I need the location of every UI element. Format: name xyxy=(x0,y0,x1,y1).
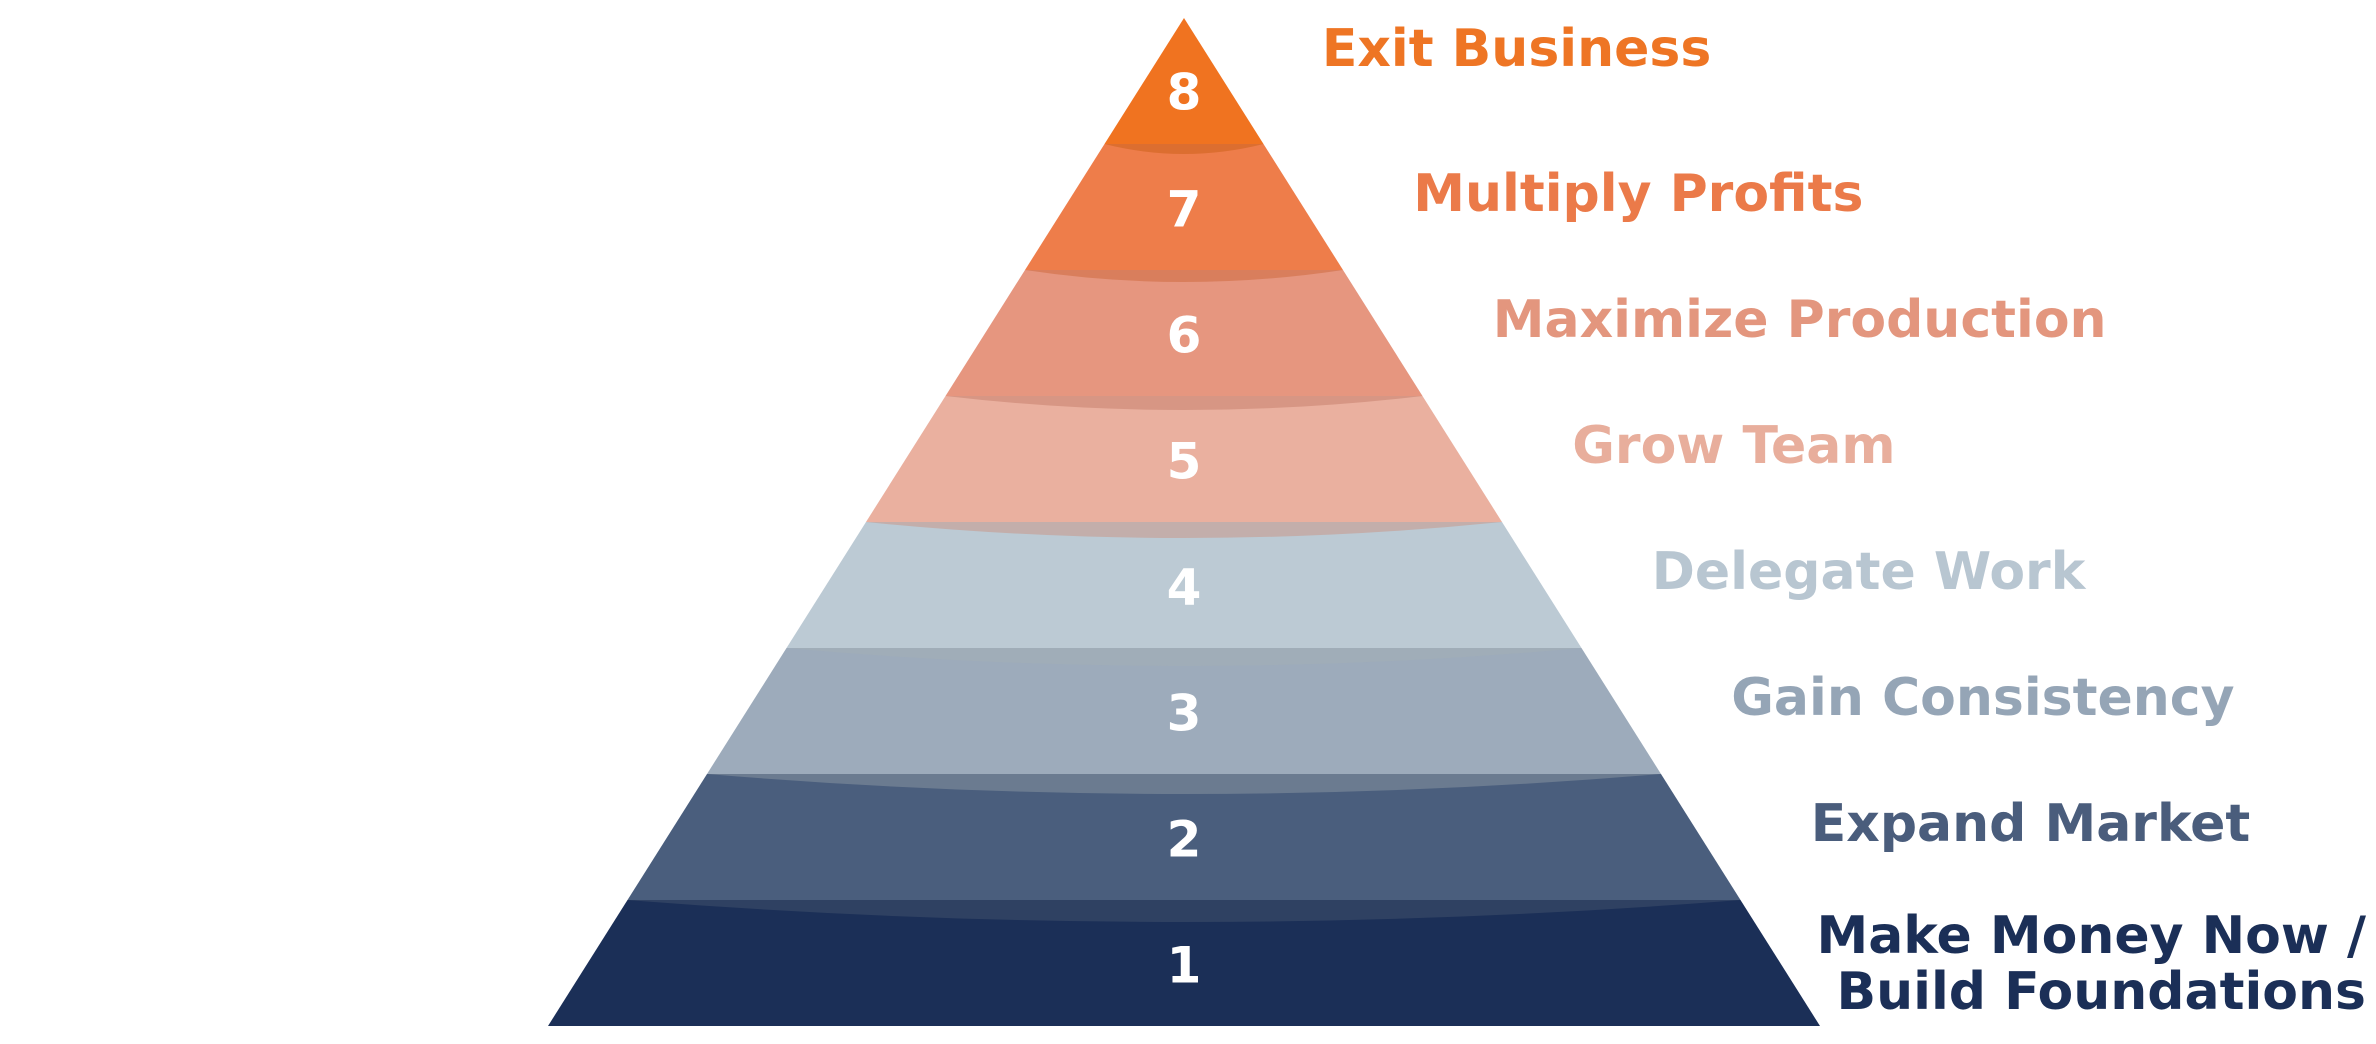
pyramid-level-1-number: 1 xyxy=(1167,937,1202,995)
pyramid-level-8-label: Exit Business xyxy=(1322,19,1711,79)
pyramid-level-4-label: Delegate Work xyxy=(1652,542,2087,602)
pyramid-level-7-seam xyxy=(1104,144,1264,154)
pyramid-level-2-seam xyxy=(707,774,1661,794)
pyramid-level-3-seam xyxy=(786,648,1582,666)
pyramid-level-7-band xyxy=(1025,144,1343,270)
pyramid-level-8-band xyxy=(1104,18,1264,144)
pyramid-level-6-number: 6 xyxy=(1167,307,1202,365)
pyramid-level-4-seam xyxy=(866,522,1502,538)
pyramid-level-1-label-line-2: Build Foundations xyxy=(1837,962,2367,1022)
pyramid-level-7-label: Multiply Profits xyxy=(1413,164,1863,224)
pyramid-level-3-band xyxy=(707,648,1661,774)
pyramid-level-5-band xyxy=(866,396,1502,522)
pyramid-level-6-seam xyxy=(1025,270,1343,282)
pyramid-level-5-seam xyxy=(945,396,1423,410)
pyramid-level-6-label: Maximize Production xyxy=(1493,290,2107,350)
pyramid-level-8-number: 8 xyxy=(1167,64,1202,122)
pyramid-level-1-band xyxy=(548,900,1820,1026)
pyramid-level-5-label: Grow Team xyxy=(1572,416,1895,476)
pyramid-band-seams xyxy=(627,144,1741,922)
pyramid-level-3-number: 3 xyxy=(1167,685,1202,743)
pyramid-level-2-number: 2 xyxy=(1167,811,1202,869)
pyramid-level-2-band xyxy=(627,774,1741,900)
pyramid-level-7-number: 7 xyxy=(1167,181,1202,239)
pyramid-level-6-band xyxy=(945,270,1423,396)
pyramid-level-4-band xyxy=(786,522,1582,648)
pyramid-level-numbers: 8 7 6 5 4 3 2 1 xyxy=(1167,64,1202,995)
pyramid-level-5-number: 5 xyxy=(1167,433,1202,491)
pyramid-bands xyxy=(548,18,1820,1026)
pyramid-level-4-number: 4 xyxy=(1167,559,1202,617)
pyramid-level-3-label: Gain Consistency xyxy=(1731,668,2234,728)
pyramid-level-2-label: Expand Market xyxy=(1811,794,2251,854)
pyramid-level-1-label-line-1: Make Money Now / xyxy=(1816,906,2366,966)
pyramid-level-1-seam xyxy=(627,900,1741,922)
